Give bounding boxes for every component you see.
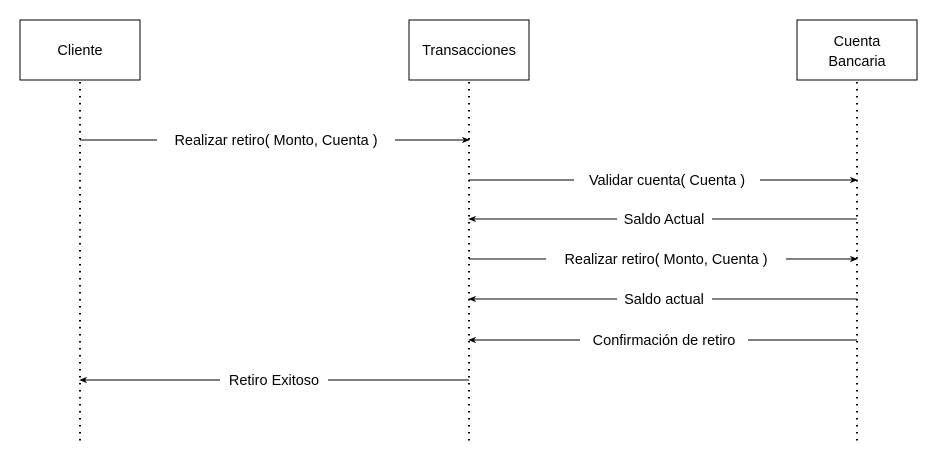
participant-cuenta-bancaria[interactable]: Cuenta Bancaria — [796, 19, 918, 81]
message[interactable]: Confirmación de retiro — [468, 331, 857, 349]
message-label: Confirmación de retiro — [593, 333, 736, 349]
participant-transacciones[interactable]: Transacciones — [408, 19, 530, 81]
message-label: Realizar retiro( Monto, Cuenta ) — [174, 133, 377, 149]
message[interactable]: Validar cuenta( Cuenta ) — [469, 171, 858, 189]
message[interactable]: Retiro Exitoso — [79, 371, 469, 389]
participant-label: Bancaria — [828, 54, 886, 70]
message[interactable]: Saldo actual — [468, 290, 857, 308]
message-label: Saldo Actual — [624, 212, 705, 228]
participant-label: Transacciones — [422, 43, 516, 59]
message[interactable]: Saldo Actual — [468, 210, 857, 228]
message-label: Realizar retiro( Monto, Cuenta ) — [564, 252, 767, 268]
message[interactable]: Realizar retiro( Monto, Cuenta ) — [469, 250, 858, 268]
participant-label: Cliente — [57, 43, 102, 59]
message-label: Retiro Exitoso — [229, 373, 319, 389]
message-label: Validar cuenta( Cuenta ) — [589, 173, 745, 189]
message[interactable]: Realizar retiro( Monto, Cuenta ) — [80, 131, 470, 149]
message-label: Saldo actual — [624, 292, 704, 308]
participant-cliente[interactable]: Cliente — [19, 19, 141, 81]
participant-label: Cuenta — [834, 34, 882, 50]
